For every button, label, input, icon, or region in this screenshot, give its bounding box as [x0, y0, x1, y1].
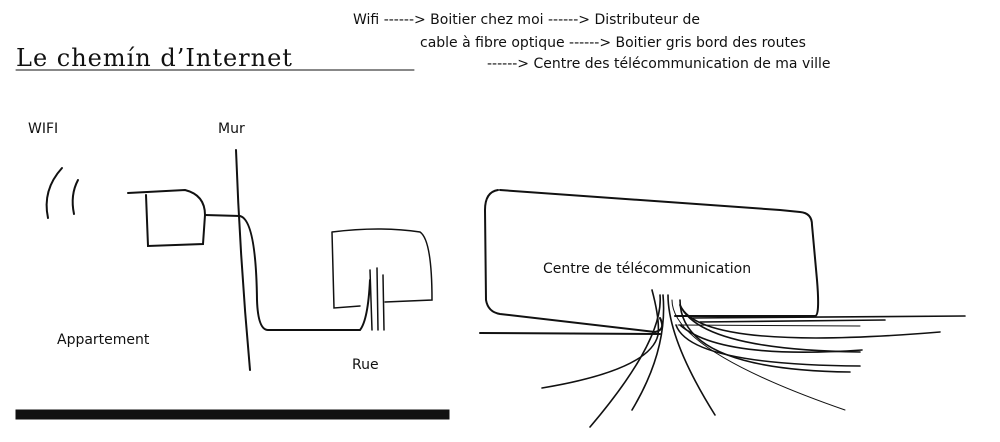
legend-line-1: Wifi ------> Boitier chez moi ------> Di… — [353, 12, 700, 28]
label-mur: Mur — [218, 121, 245, 137]
label-rue: Rue — [352, 357, 379, 373]
label-appartement: Appartement — [57, 332, 150, 348]
label-centre: Centre de télécommunication — [543, 261, 752, 277]
street-box — [331, 228, 433, 309]
legend-line-2: cable à fibre optique ------> Boitier gr… — [420, 35, 806, 51]
wall-line — [235, 149, 251, 371]
cable-line — [204, 214, 371, 331]
fiber-cables — [541, 289, 966, 428]
telecom-centre-box — [483, 189, 820, 334]
wifi-signal-icon — [45, 167, 63, 219]
router-box — [127, 188, 207, 248]
bottom-bar — [15, 409, 450, 420]
legend-line-3: ------> Centre des télécommunication de … — [487, 56, 831, 72]
ground-line — [479, 332, 661, 335]
street-cables — [369, 267, 385, 331]
diagram-title: Le chemín d’Internet — [16, 44, 293, 72]
wifi-signal-icon — [71, 179, 79, 215]
label-wifi: WIFI — [28, 121, 59, 137]
